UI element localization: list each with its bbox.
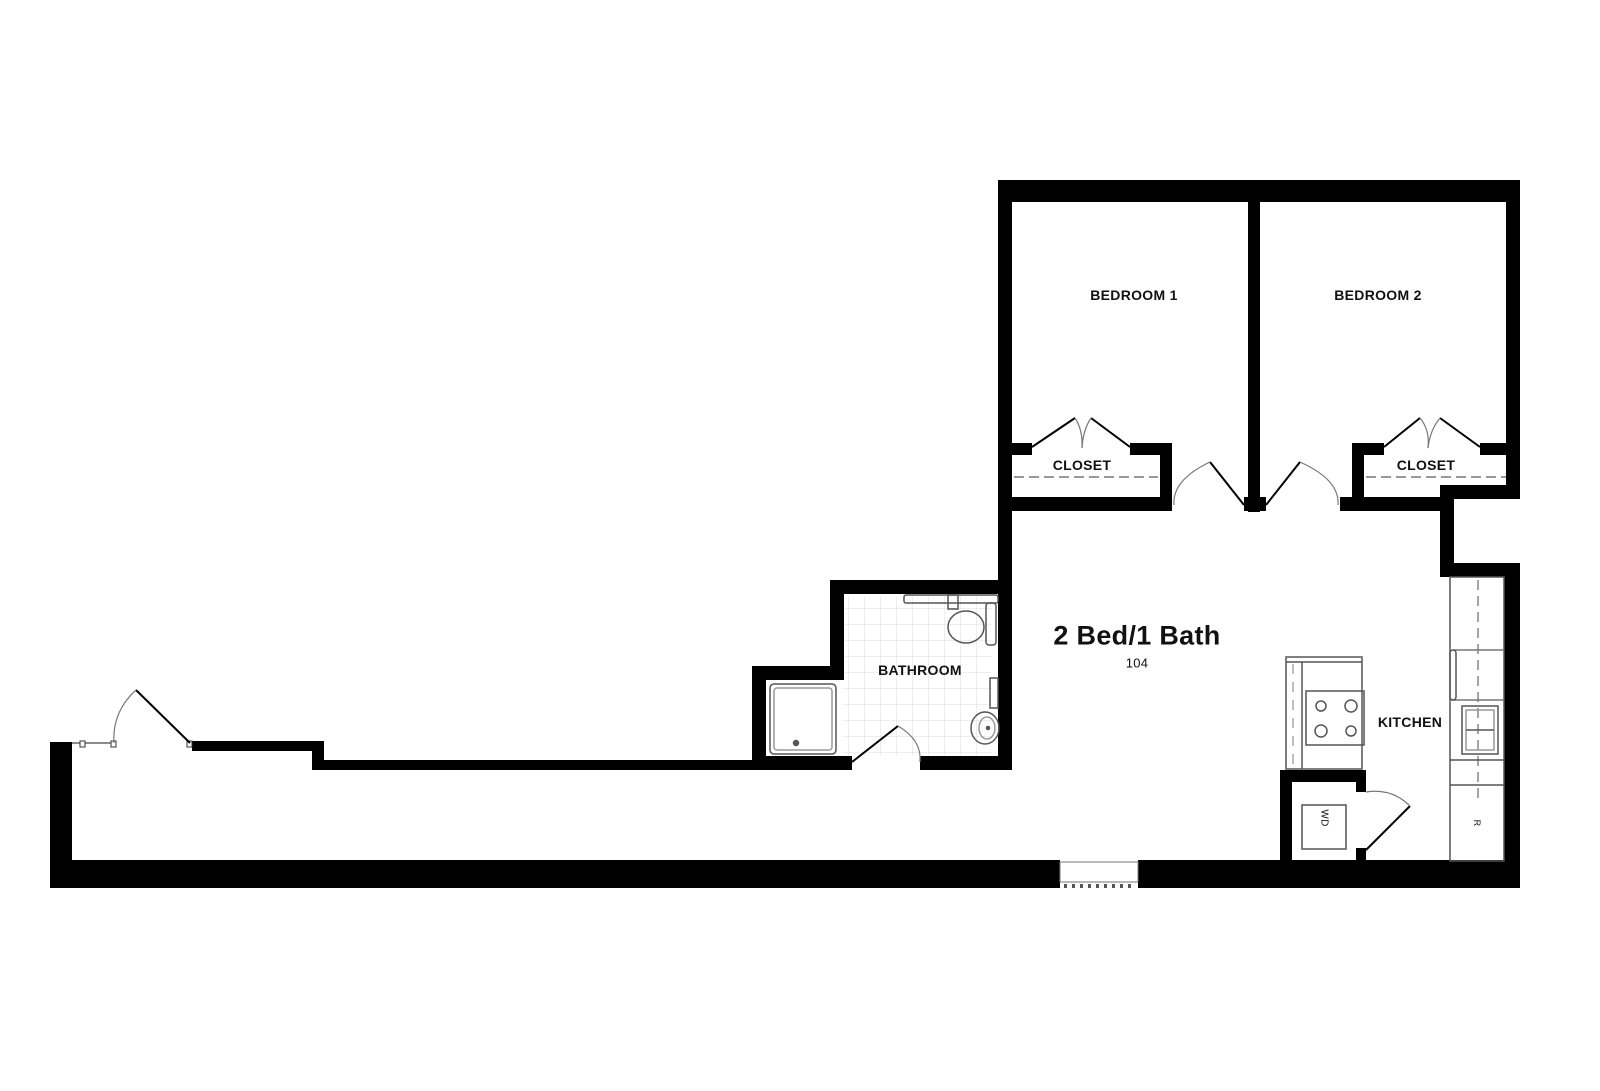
unit-number: 104	[1125, 655, 1149, 671]
sink-icon	[970, 711, 1000, 745]
bathroom-fixtures	[769, 594, 1000, 755]
room-label-bedroom-2: BEDROOM 2	[1334, 287, 1422, 303]
bathroom-tile-floor	[842, 596, 992, 756]
appliance-label-refrigerator: R	[1472, 819, 1482, 827]
window	[1059, 861, 1139, 888]
room-label-kitchen: KITCHEN	[1377, 714, 1443, 730]
stove-icon	[1305, 690, 1365, 746]
doors	[72, 417, 1481, 851]
walls	[50, 180, 1520, 888]
shower-icon	[769, 683, 837, 755]
kitchen-sink-icon	[1461, 705, 1499, 755]
room-label-closet-1: CLOSET	[1052, 457, 1112, 473]
kitchen-fixtures	[1285, 576, 1505, 862]
room-label-bedroom-1: BEDROOM 1	[1090, 287, 1178, 303]
washer-dryer-icon	[1301, 804, 1347, 850]
appliance-label-washer-dryer: WD	[1318, 809, 1330, 827]
room-label-closet-2: CLOSET	[1396, 457, 1456, 473]
room-label-bathroom: BATHROOM	[878, 662, 962, 678]
toilet-icon	[947, 610, 985, 644]
unit-type-title: 2 Bed/1 Bath	[1053, 620, 1221, 651]
